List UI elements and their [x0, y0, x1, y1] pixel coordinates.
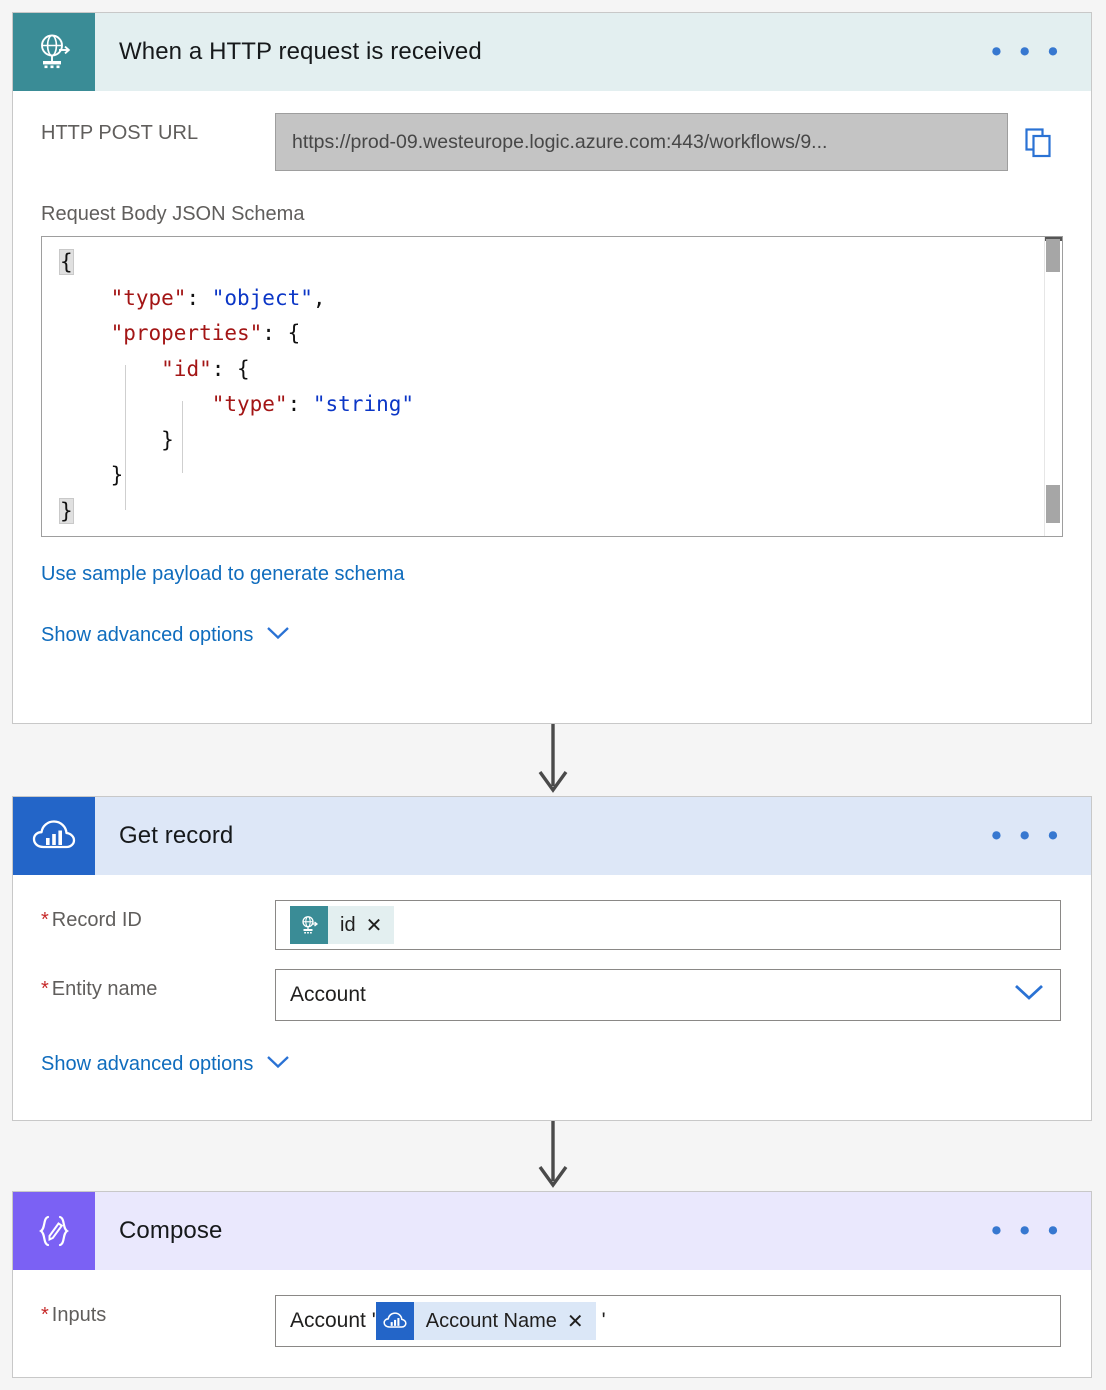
card-header-compose[interactable]: Compose • • •: [13, 1192, 1091, 1270]
token-remove-icon[interactable]: ✕: [566, 1310, 584, 1333]
http-post-url-label: HTTP POST URL: [41, 122, 199, 144]
show-advanced-options-get-record[interactable]: Show advanced options: [13, 1053, 291, 1076]
json-token: "type": [110, 285, 187, 310]
json-line: {: [59, 245, 1062, 281]
field-row-record-id: *Record ID: [13, 875, 1091, 950]
down-arrow-icon: [538, 1121, 568, 1188]
connector-get-record-to-compose: [0, 1121, 1106, 1191]
show-advanced-options-get-record-label: Show advanced options: [41, 1053, 254, 1075]
token-remove-icon[interactable]: ✕: [365, 914, 383, 937]
json-token: }: [59, 497, 74, 524]
chevron-down-icon: [265, 1053, 291, 1076]
down-arrow-icon: [538, 724, 568, 793]
card-overflow-menu-compose[interactable]: • • •: [991, 1215, 1063, 1247]
indent-guide: [182, 401, 183, 473]
field-row-inputs: *Inputs Account ' Account: [13, 1270, 1091, 1347]
inputs-label: *Inputs: [41, 1295, 275, 1327]
json-token: "id": [161, 356, 212, 381]
card-overflow-menu-http[interactable]: • • •: [991, 36, 1063, 68]
compose-braces-icon: [13, 1192, 95, 1270]
card-compose[interactable]: Compose • • • *Inputs Account ': [12, 1191, 1092, 1378]
editor-scrollbar[interactable]: [1044, 237, 1062, 536]
card-title-wrap-http: When a HTTP request is received: [95, 13, 981, 91]
inputs-suffix-text: ': [601, 1309, 606, 1332]
json-line: }: [59, 494, 1062, 530]
json-token: ,: [312, 285, 326, 310]
json-line: "type": "object",: [60, 281, 1062, 317]
token-chip-id[interactable]: id ✕: [290, 906, 395, 944]
json-token: {: [59, 249, 74, 275]
json-token: }: [60, 463, 124, 487]
card-body-compose: *Inputs Account ' Account: [13, 1270, 1091, 1347]
entity-name-label: *Entity name: [41, 969, 275, 1001]
json-token: :: [186, 285, 212, 310]
card-overflow-menu-get-record[interactable]: • • •: [991, 820, 1063, 852]
token-chip-account-name[interactable]: Account Name ✕: [375, 1302, 596, 1340]
card-title-wrap-compose: Compose: [95, 1192, 981, 1270]
record-id-label-text: Record ID: [51, 909, 142, 931]
card-body-get-record: *Record ID: [13, 875, 1091, 1076]
chevron-down-icon[interactable]: [1012, 982, 1046, 1008]
inputs-prefix-text: Account ': [290, 1309, 376, 1332]
record-id-label: *Record ID: [41, 900, 275, 932]
json-token: : {: [211, 356, 250, 381]
card-get-record[interactable]: Get record • • • *Record ID: [12, 796, 1092, 1121]
json-line: "id": {: [60, 352, 1062, 388]
json-token: [60, 357, 161, 381]
entity-name-value: Account: [290, 983, 366, 1006]
token-label-id: id: [340, 913, 356, 936]
inputs-label-text: Inputs: [51, 1304, 107, 1326]
json-token: [60, 321, 111, 345]
card-title-wrap-get-record: Get record: [95, 797, 981, 875]
json-token: [60, 392, 212, 416]
card-http-trigger[interactable]: When a HTTP request is received • • • HT…: [12, 12, 1092, 724]
json-token: "string": [312, 392, 415, 416]
json-token: }: [60, 427, 174, 452]
scroll-thumb-top[interactable]: [1046, 239, 1060, 272]
cloud-chart-icon: [375, 1302, 414, 1340]
json-token: "properties": [110, 321, 263, 345]
field-row-http-post-url: HTTP POST URL https://prod-09.westeurope…: [13, 91, 1091, 171]
globe-http-icon: [290, 906, 328, 944]
card-title-compose: Compose: [119, 1217, 223, 1244]
card-header-get-record[interactable]: Get record • • •: [13, 797, 1091, 875]
field-row-entity-name: *Entity name Account: [13, 950, 1091, 1021]
json-token: "object": [211, 285, 313, 310]
record-id-input[interactable]: id ✕: [275, 900, 1061, 950]
inputs-field[interactable]: Account ' Account Name ✕: [275, 1295, 1061, 1347]
cloud-chart-icon: [13, 797, 95, 875]
json-line: }: [60, 458, 1062, 494]
json-schema-editor[interactable]: { "type": "object", "properties": { "id"…: [41, 236, 1063, 537]
token-label-account-name: Account Name: [425, 1309, 557, 1332]
required-indicator: *: [41, 909, 49, 931]
entity-name-select[interactable]: Account: [275, 969, 1061, 1021]
required-indicator: *: [41, 978, 49, 1000]
json-schema-content: { "type": "object", "properties": { "id"…: [42, 237, 1062, 529]
card-header-http-trigger[interactable]: When a HTTP request is received • • •: [13, 13, 1091, 91]
required-indicator: *: [41, 1304, 49, 1326]
page-title: When a HTTP request is received: [119, 38, 482, 65]
json-token: [60, 286, 111, 310]
json-line: "properties": {: [60, 316, 1062, 352]
globe-http-icon: [13, 13, 95, 91]
json-token: :: [287, 392, 313, 416]
use-sample-payload-link[interactable]: Use sample payload to generate schema: [41, 563, 405, 585]
request-body-json-schema-label: Request Body JSON Schema: [41, 203, 305, 225]
connector-http-to-get-record: [0, 724, 1106, 796]
scroll-thumb-bottom[interactable]: [1046, 485, 1060, 523]
entity-name-label-text: Entity name: [51, 978, 158, 1000]
show-advanced-options-http-label: Show advanced options: [41, 624, 254, 646]
json-token: : {: [262, 321, 301, 345]
indent-guide: [125, 365, 126, 510]
json-line: "type": "string": [60, 387, 1062, 423]
copy-icon[interactable]: [1024, 113, 1054, 164]
card-title-get-record: Get record: [119, 822, 234, 849]
card-body-http: HTTP POST URL https://prod-09.westeurope…: [13, 91, 1091, 647]
json-token: "type": [211, 392, 288, 416]
chevron-down-icon: [265, 624, 291, 647]
http-post-url-field[interactable]: https://prod-09.westeurope.logic.azure.c…: [275, 113, 1008, 171]
show-advanced-options-http[interactable]: Show advanced options: [13, 624, 291, 647]
json-line: }: [60, 423, 1062, 459]
